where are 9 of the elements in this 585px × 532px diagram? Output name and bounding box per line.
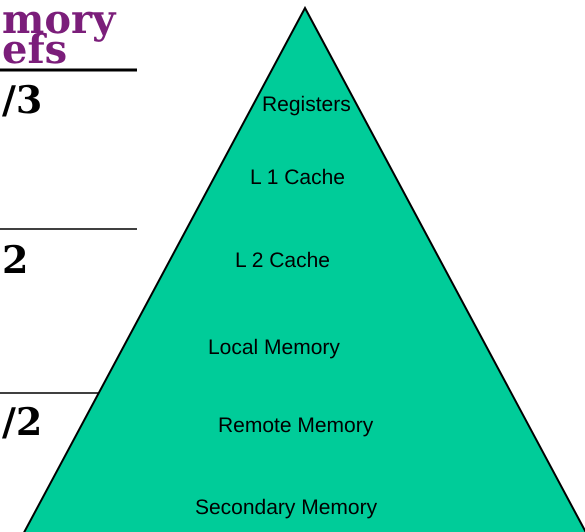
level-label: Remote Memory <box>218 414 374 438</box>
level-label: Secondary Memory <box>195 496 378 520</box>
row-value: /3 <box>2 80 42 120</box>
level-label: L 1 Cache <box>250 166 345 190</box>
row-value: 2 <box>2 240 28 280</box>
level-label: Local Memory <box>208 336 340 360</box>
level-label: Registers <box>262 93 351 117</box>
level-label: L 2 Cache <box>235 249 330 273</box>
row-value: /2 <box>2 402 42 442</box>
